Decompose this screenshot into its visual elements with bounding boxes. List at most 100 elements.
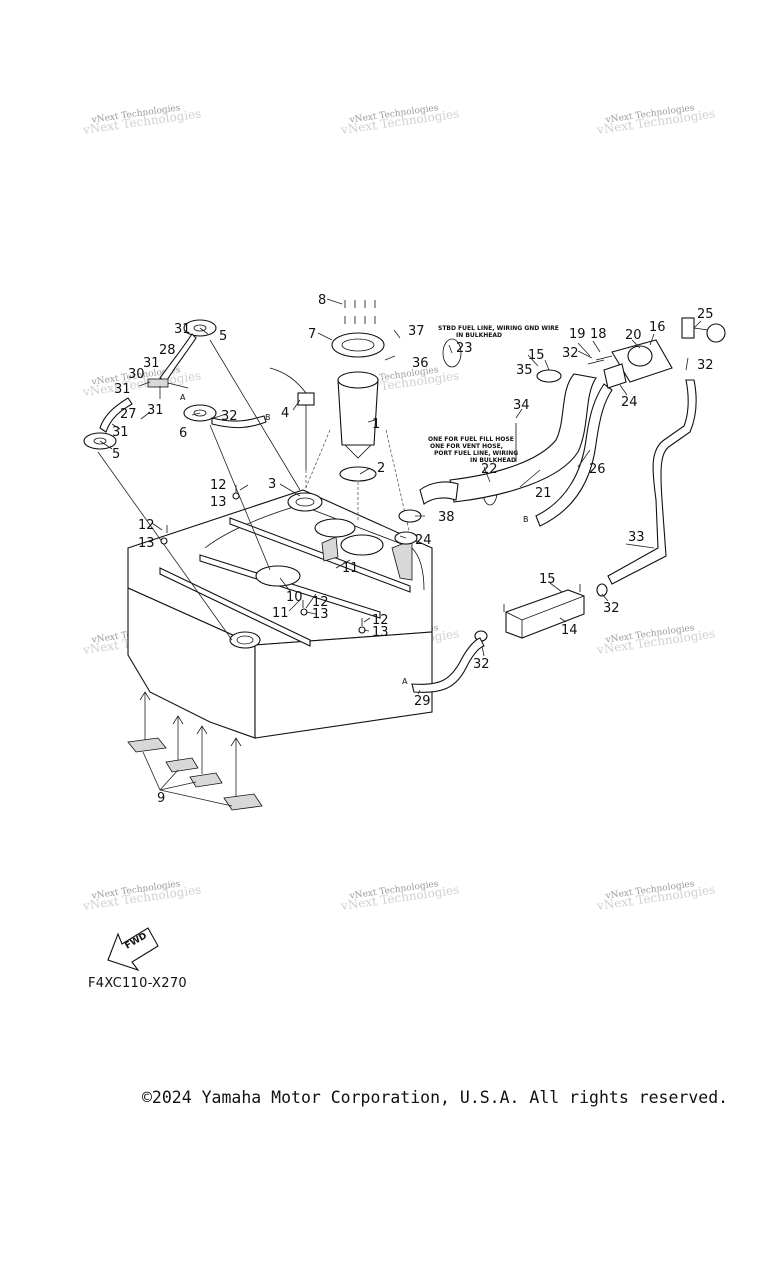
deck-fitting-leaders xyxy=(97,339,301,641)
tank-opening-inner xyxy=(295,497,315,507)
sender-flange xyxy=(331,332,385,358)
callout-12: 12 xyxy=(210,478,227,493)
callout-3: 3 xyxy=(268,477,276,492)
callout-29: 29 xyxy=(414,694,431,709)
callout-6: 6 xyxy=(179,426,187,441)
callout-26: 26 xyxy=(589,462,606,477)
callout-11: 11 xyxy=(342,561,359,576)
connector-b: B xyxy=(265,413,271,422)
fuel-sender-assembly xyxy=(304,300,411,536)
callout-20: 20 xyxy=(625,328,642,343)
fuel-fill-hose xyxy=(449,373,597,503)
callout-34: 34 xyxy=(513,398,530,413)
callout-16: 16 xyxy=(649,320,666,335)
callout-31: 31 xyxy=(174,322,191,337)
connector-a: A xyxy=(402,677,408,686)
vent-fitting xyxy=(147,378,169,388)
bulkhead-grommet xyxy=(442,338,462,368)
nut xyxy=(232,492,240,500)
callout-32: 32 xyxy=(221,409,238,424)
canister-edges xyxy=(505,595,585,638)
callout-19: 19 xyxy=(569,327,586,342)
callout-31c: 31 xyxy=(114,382,131,397)
callout-32b: 32 xyxy=(562,346,579,361)
filler-neck-cap xyxy=(627,345,653,367)
canister-hose xyxy=(411,637,485,693)
fitting-tee xyxy=(681,317,695,339)
note-22-line3: PORT FUEL LINE, WIRING xyxy=(434,450,518,457)
callout-24b: 24 xyxy=(415,533,432,548)
callout-31d: 31 xyxy=(147,403,164,418)
callout-24: 24 xyxy=(621,395,638,410)
pad-leader-lines xyxy=(144,692,237,796)
filler-neck-outlet xyxy=(603,363,627,389)
sender-top xyxy=(337,371,379,389)
mounting-pads xyxy=(127,691,263,811)
mounting-pad xyxy=(189,772,223,788)
deck-plate-inner xyxy=(193,409,207,417)
fasteners xyxy=(160,485,366,634)
callout-37: 37 xyxy=(408,324,425,339)
callout-5: 5 xyxy=(219,329,227,344)
callout-13d: 13 xyxy=(372,625,389,640)
callout-5b: 5 xyxy=(112,447,120,462)
fuel-tank xyxy=(127,489,433,739)
callout-14: 14 xyxy=(561,623,578,638)
callout-32c: 32 xyxy=(697,358,714,373)
callout-1: 1 xyxy=(372,417,380,432)
tank-gauge-unit xyxy=(321,536,339,562)
callout-27: 27 xyxy=(120,407,137,422)
canister-port-clamp xyxy=(596,583,608,597)
callout-7: 7 xyxy=(308,327,316,342)
tank-opening xyxy=(229,631,261,649)
deck-plate-inner xyxy=(93,437,107,445)
callout-23: 23 xyxy=(456,341,473,356)
callout-30: 30 xyxy=(128,367,145,382)
sender-flange-inner xyxy=(341,338,375,352)
note-22-line2: ONE FOR VENT HOSE, xyxy=(430,443,503,450)
note-23-line1: STBD FUEL LINE, WIRING GND WIRE xyxy=(438,325,559,332)
deck-fittings xyxy=(83,319,301,641)
callout-22: 22 xyxy=(481,462,498,477)
connector-b: B xyxy=(523,515,529,524)
pad-callout-leaders xyxy=(142,751,233,807)
callout-12b: 12 xyxy=(138,518,155,533)
fwd-arrow-shape xyxy=(107,927,159,972)
tank-opening xyxy=(255,565,301,587)
callout-36: 36 xyxy=(412,356,429,371)
callout-leaders xyxy=(99,298,702,695)
callout-15: 15 xyxy=(528,348,545,363)
vent-hose xyxy=(211,415,267,429)
canister-screws xyxy=(503,584,581,612)
tank-strap xyxy=(229,517,411,593)
level-sensor-wire xyxy=(269,367,307,394)
tank-strap xyxy=(199,554,381,619)
sender-install-lines xyxy=(304,429,411,536)
note-23-line2: IN BULKHEAD xyxy=(456,332,502,339)
copyright-notice: ©2024 Yamaha Motor Corporation, U.S.A. A… xyxy=(142,1088,729,1107)
callout-10: 10 xyxy=(286,590,303,605)
pad-arrows xyxy=(139,691,242,747)
callout-4: 4 xyxy=(281,406,289,421)
callout-12c: 12 xyxy=(312,595,329,610)
callout-numbers: 1 2 3 4 5 5 6 7 8 9 10 11 11 12 12 12 12… xyxy=(112,293,714,806)
canister-body xyxy=(505,589,585,639)
callout-13c: 13 xyxy=(312,607,329,622)
mounting-pad xyxy=(127,737,167,753)
callout-9: 9 xyxy=(157,791,165,806)
tank-side-face xyxy=(254,631,433,739)
callout-28: 28 xyxy=(159,343,176,358)
callout-32d: 32 xyxy=(603,601,620,616)
vent-hose xyxy=(535,383,613,527)
bolt xyxy=(166,485,363,626)
charcoal-canister xyxy=(411,583,608,693)
callout-35: 35 xyxy=(516,363,533,378)
fuel-fill-system xyxy=(394,317,726,585)
callout-31b: 31 xyxy=(143,356,160,371)
callout-32e: 32 xyxy=(473,657,490,672)
tank-opening xyxy=(287,492,323,512)
fuel-sender-body xyxy=(337,379,379,446)
level-sensor xyxy=(269,367,315,490)
note-22-line4: IN BULKHEAD xyxy=(470,457,516,464)
callout-13b: 13 xyxy=(138,536,155,551)
